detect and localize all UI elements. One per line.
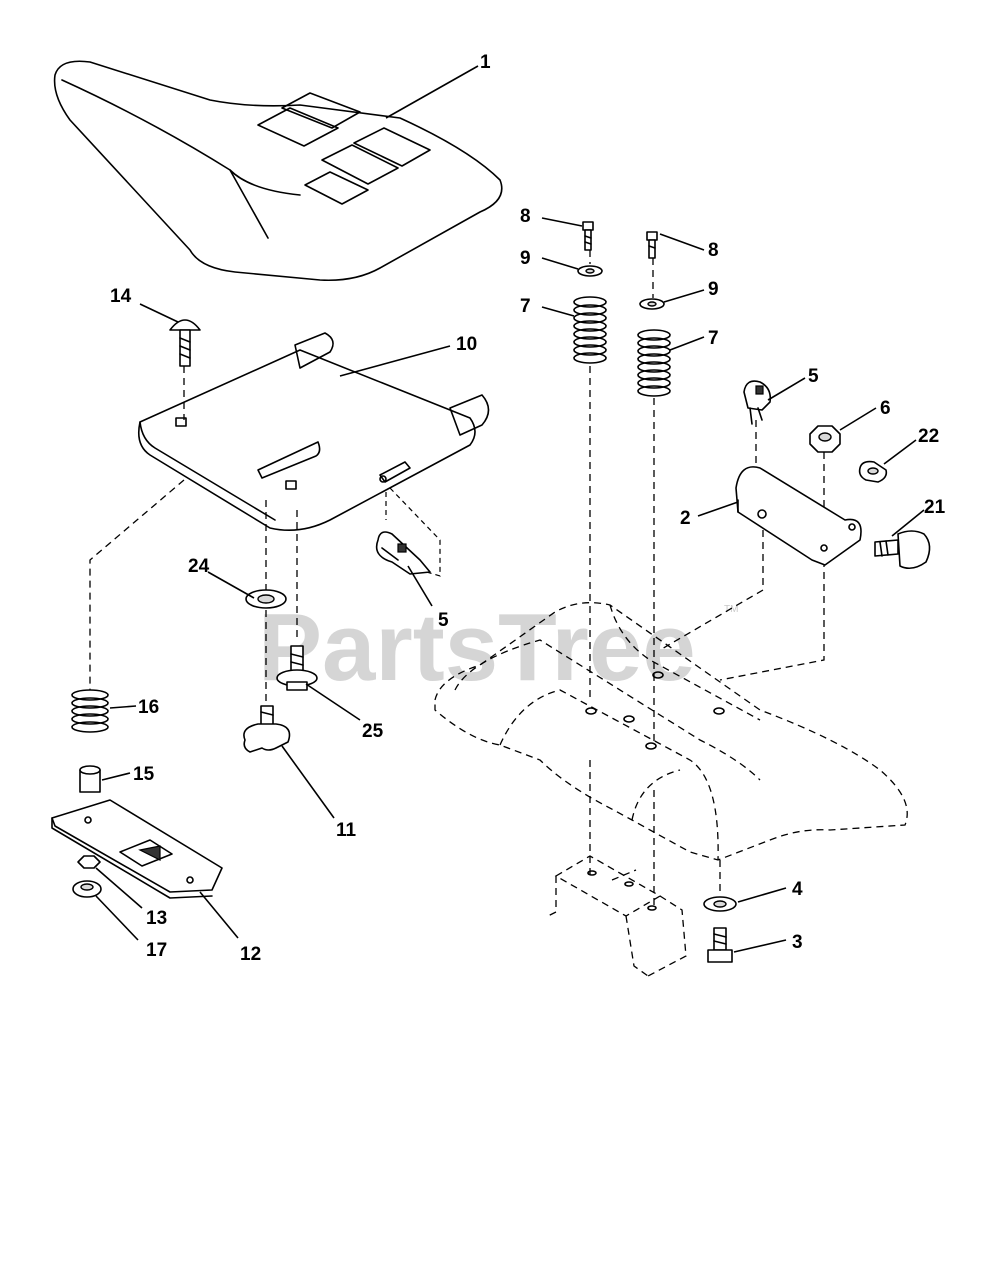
leader-lines <box>95 65 925 953</box>
callout-4: 4 <box>792 879 803 900</box>
callout-9-left: 9 <box>520 248 531 269</box>
callout-5-left: 5 <box>438 610 449 631</box>
callout-16: 16 <box>138 697 159 718</box>
seat-clip-left <box>375 531 431 575</box>
callout-11: 11 <box>336 820 357 841</box>
shoulder-bolt-21 <box>874 530 931 570</box>
callout-3: 3 <box>792 932 803 953</box>
callout-17: 17 <box>146 940 167 961</box>
spring-16 <box>71 689 109 733</box>
washer-24 <box>245 589 287 609</box>
callout-12: 12 <box>240 944 261 965</box>
callout-1: 1 <box>480 52 491 73</box>
callout-7-right: 7 <box>708 328 719 349</box>
callout-22: 22 <box>918 426 939 447</box>
shoulder-bolt <box>276 645 318 691</box>
callout-labels: 1 14 10 8 9 7 8 9 7 5 6 22 21 2 5 24 25 … <box>110 52 946 965</box>
adjuster-plate <box>51 799 223 899</box>
frame-mount <box>547 855 687 977</box>
lock-nut <box>809 425 841 453</box>
flange-nut <box>72 880 102 898</box>
callout-10: 10 <box>456 334 477 355</box>
callout-15: 15 <box>133 764 155 785</box>
callout-21: 21 <box>924 497 946 518</box>
washer-4 <box>703 896 737 912</box>
seat-clip-right <box>743 380 772 425</box>
bracket <box>735 466 862 566</box>
spring-7-right <box>637 329 671 397</box>
nut-22 <box>858 460 888 483</box>
hex-bolt <box>707 927 733 963</box>
spring-7-left <box>573 296 607 364</box>
callout-9-right: 9 <box>708 279 719 300</box>
bolt-8-right <box>646 231 658 259</box>
watermark-trademark: TM <box>724 604 738 615</box>
nut-13 <box>77 855 101 869</box>
seat <box>53 60 503 282</box>
washer-9-right <box>639 298 665 310</box>
washer-9-left <box>577 265 603 277</box>
spacer <box>79 765 101 793</box>
callout-25: 25 <box>362 721 384 742</box>
callout-2: 2 <box>680 508 691 529</box>
watermark: PartsTree <box>258 594 696 701</box>
callout-13: 13 <box>146 908 167 929</box>
callout-5-right: 5 <box>808 366 819 387</box>
callout-6: 6 <box>880 398 891 419</box>
callout-7-left: 7 <box>520 296 531 317</box>
callout-14: 14 <box>110 286 132 307</box>
seat-pan <box>137 332 490 531</box>
callout-8-left: 8 <box>520 206 531 227</box>
callout-8-right: 8 <box>708 240 719 261</box>
carriage-bolt <box>169 319 201 367</box>
right-alignment-lines <box>589 250 825 910</box>
bolt-8-left <box>582 221 594 251</box>
fender-outline <box>434 602 908 861</box>
callout-24: 24 <box>188 556 210 577</box>
knob <box>243 705 291 753</box>
